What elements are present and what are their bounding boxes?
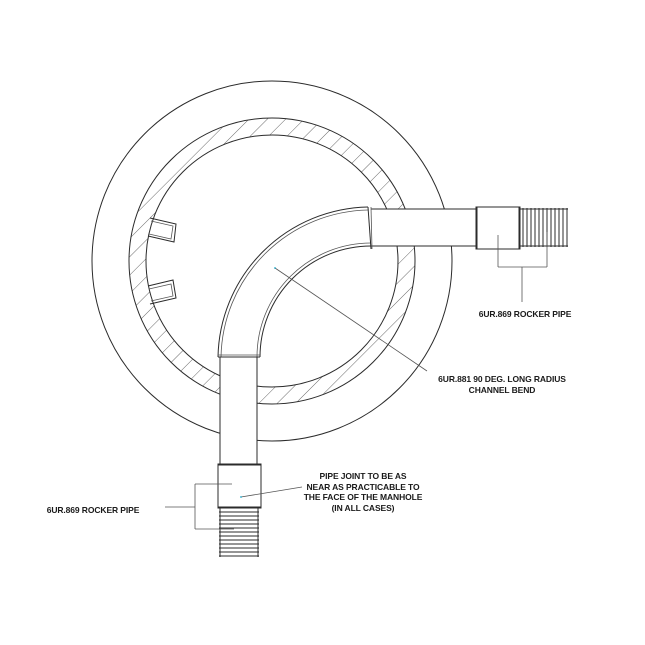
label-channel-bend-line2: CHANNEL BEND — [468, 384, 536, 395]
leader-rocker-pipe-left — [165, 483, 234, 530]
label-channel-bend: 6UR.881 90 DEG. LONG RADIUS CHANNEL BEND — [432, 374, 572, 395]
leader-rocker-pipe-right — [497, 232, 548, 302]
label-channel-bend-line1: 6UR.881 90 DEG. LONG RADIUS — [438, 374, 566, 384]
inlet-pipe-vertical — [219, 357, 258, 464]
label-pipe-joint-line1: PIPE JOINT TO BE AS — [319, 471, 407, 481]
label-pipe-joint-line4: (IN ALL CASES) — [331, 502, 395, 513]
label-rocker-pipe-left: 6UR.869 ROCKER PIPE — [46, 505, 140, 515]
outlet-pipe-horizontal — [371, 208, 476, 247]
label-pipe-joint-line2: NEAR AS PRACTICABLE TO — [306, 481, 420, 492]
leader-channel-bend — [274, 267, 428, 372]
channel-bend — [217, 206, 373, 358]
socket-bottom — [217, 463, 262, 509]
step-iron-lower — [147, 279, 177, 305]
ribbed-rocker-pipe-right — [520, 208, 568, 247]
label-rocker-pipe-right: 6UR.869 ROCKER PIPE — [478, 309, 572, 319]
leader-pipe-joint — [240, 486, 303, 498]
label-pipe-joint-line3: THE FACE OF THE MANHOLE — [303, 492, 423, 502]
label-pipe-joint-note: PIPE JOINT TO BE AS NEAR AS PRACTICABLE … — [300, 471, 426, 513]
ribbed-rocker-pipe-bottom — [219, 508, 259, 557]
step-iron-upper — [147, 217, 177, 243]
